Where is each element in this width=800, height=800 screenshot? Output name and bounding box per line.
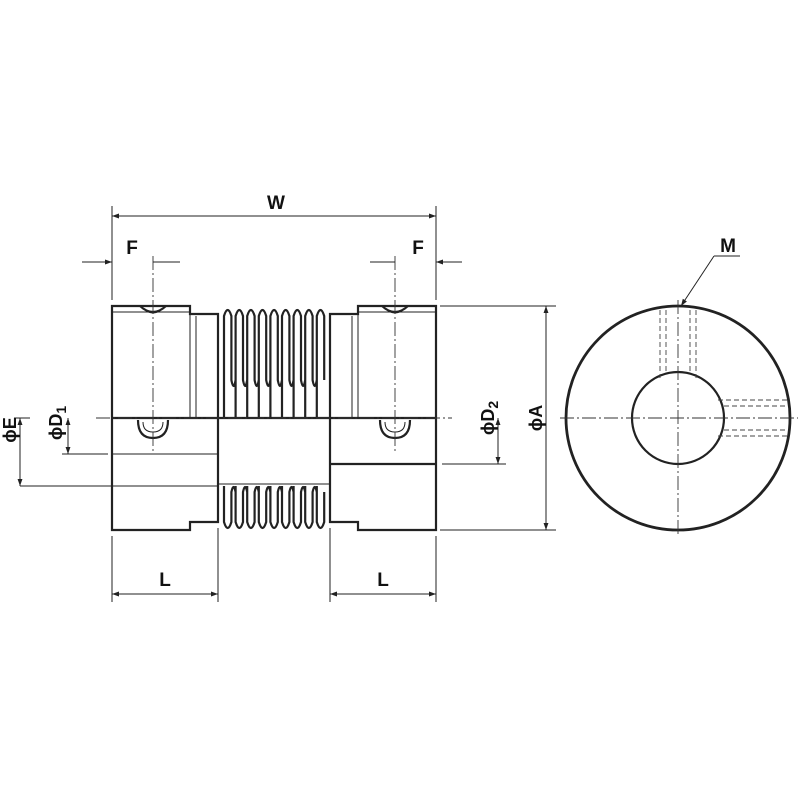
label-phi-d2-sub: 2 [485, 401, 501, 409]
label-phi-a: ϕA [526, 405, 546, 432]
label-phi-d1: ϕD [46, 414, 66, 441]
bellows-upper-convolutions [222, 308, 326, 418]
label-phi-e: ϕE [0, 417, 20, 443]
side-view: W F F L L ϕE ϕD1 ϕD2 ϕA [0, 193, 556, 602]
label-phi-d2: ϕD [478, 409, 498, 436]
label-f-right: F [412, 238, 424, 259]
label-l-left: L [159, 570, 171, 591]
svg-text:ϕD2: ϕD2 [478, 401, 501, 436]
label-m: M [720, 236, 736, 257]
bellows [222, 308, 326, 530]
end-view: M [560, 236, 798, 536]
svg-text:ϕD1: ϕD1 [46, 406, 69, 441]
label-l-right: L [377, 570, 389, 591]
label-w: W [267, 193, 285, 214]
bellows-lower-convolutions [222, 485, 326, 530]
label-f-left: F [126, 238, 138, 259]
label-phi-d1-sub: 1 [53, 406, 69, 414]
